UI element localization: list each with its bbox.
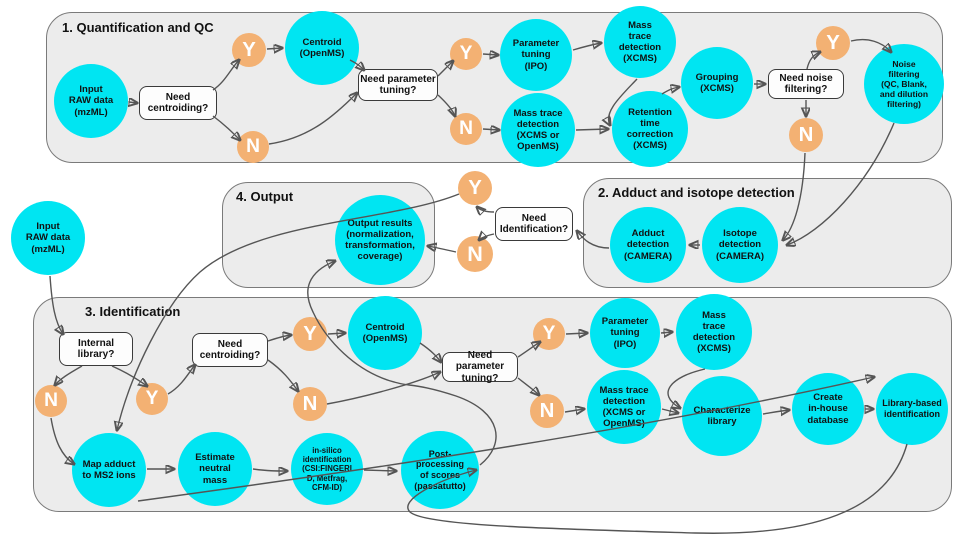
node-parameter-tuning-3: Parameter tuning (IPO) — [590, 298, 660, 368]
node-estimate-neutral-mass: Estimate neutral mass — [178, 432, 252, 506]
node-mass-trace-xcms-1: Mass trace detection (XCMS) — [604, 6, 676, 78]
node-grouping: Grouping (XCMS) — [681, 47, 753, 119]
node-mass-trace-xcms-3: Mass trace detection (XCMS) — [676, 294, 752, 370]
node-parameter-tuning-1: Parameter tuning (IPO) — [500, 19, 572, 91]
branch-yes-param-tuning-1: Y — [450, 38, 482, 70]
branch-no-noise-filtering: N — [789, 118, 823, 152]
node-characterize-library: Characterize library — [682, 376, 762, 456]
decision-need-param-tuning-3: Need parameter tuning? — [442, 350, 518, 384]
decision-need-centroiding-1: Need centroiding? — [139, 86, 217, 120]
branch-no-internal-library: N — [35, 385, 67, 417]
node-output-results: Output results (normalization, transform… — [335, 195, 425, 285]
node-map-adduct-ms2: Map adduct to MS2 ions — [72, 433, 146, 507]
section-title-identification: 3. Identification — [85, 304, 181, 319]
node-isotope-detection: Isotope detection (CAMERA) — [702, 207, 778, 283]
decision-need-centroiding-3: Need centroiding? — [192, 333, 268, 367]
branch-yes-centroiding-1: Y — [232, 33, 266, 67]
node-noise-filtering: Noise filtering (QC, Blank, and dilution… — [864, 44, 944, 124]
branch-yes-noise-filtering: Y — [816, 26, 850, 60]
node-centroid-3: Centroid (OpenMS) — [348, 296, 422, 370]
node-insilico-identification: in-silico identification (CSI:FINGERI D,… — [291, 433, 363, 505]
branch-yes-param-tuning-3: Y — [533, 318, 565, 350]
section-title-quantification-qc: 1. Quantification and QC — [62, 20, 214, 35]
node-mass-trace-or-3: Mass trace detection (XCMS or OpenMS) — [587, 370, 661, 444]
branch-no-identification: N — [457, 236, 493, 272]
node-input-raw-data-2: Input RAW data (mzML) — [11, 201, 85, 275]
node-input-raw-data-1: Input RAW data (mzML) — [54, 64, 128, 138]
node-create-inhouse-database: Create in-house database — [792, 373, 864, 445]
branch-yes-internal-library: Y — [136, 383, 168, 415]
arrow-identification-to-yes — [477, 207, 495, 212]
decision-need-noise-filtering: Need noise filtering? — [768, 69, 844, 99]
branch-no-centroiding-3: N — [293, 387, 327, 421]
section-title-output: 4. Output — [236, 189, 294, 204]
node-adduct-detection: Adduct detection (CAMERA) — [610, 207, 686, 283]
decision-need-identification: Need Identification? — [495, 207, 573, 241]
branch-no-param-tuning-1: N — [450, 113, 482, 145]
node-postprocessing-scores: Post- processing of scores (passatutto) — [401, 431, 479, 509]
node-centroid-1: Centroid (OpenMS) — [285, 11, 359, 85]
branch-no-param-tuning-3: N — [530, 394, 564, 428]
decision-need-param-tuning-1: Need parameter tuning? — [358, 69, 438, 101]
node-mass-trace-or-1: Mass trace detection (XCMS or OpenMS) — [501, 93, 575, 167]
branch-no-centroiding-1: N — [237, 131, 269, 163]
branch-yes-centroiding-3: Y — [293, 317, 327, 351]
node-retention-time-correction: Retention time correction (XCMS) — [612, 91, 688, 167]
decision-internal-library: Internal library? — [59, 332, 133, 366]
branch-yes-identification: Y — [458, 171, 492, 205]
section-title-adduct-isotope: 2. Adduct and isotope detection — [598, 185, 795, 200]
node-library-based-identification: Library-based identification — [876, 373, 948, 445]
